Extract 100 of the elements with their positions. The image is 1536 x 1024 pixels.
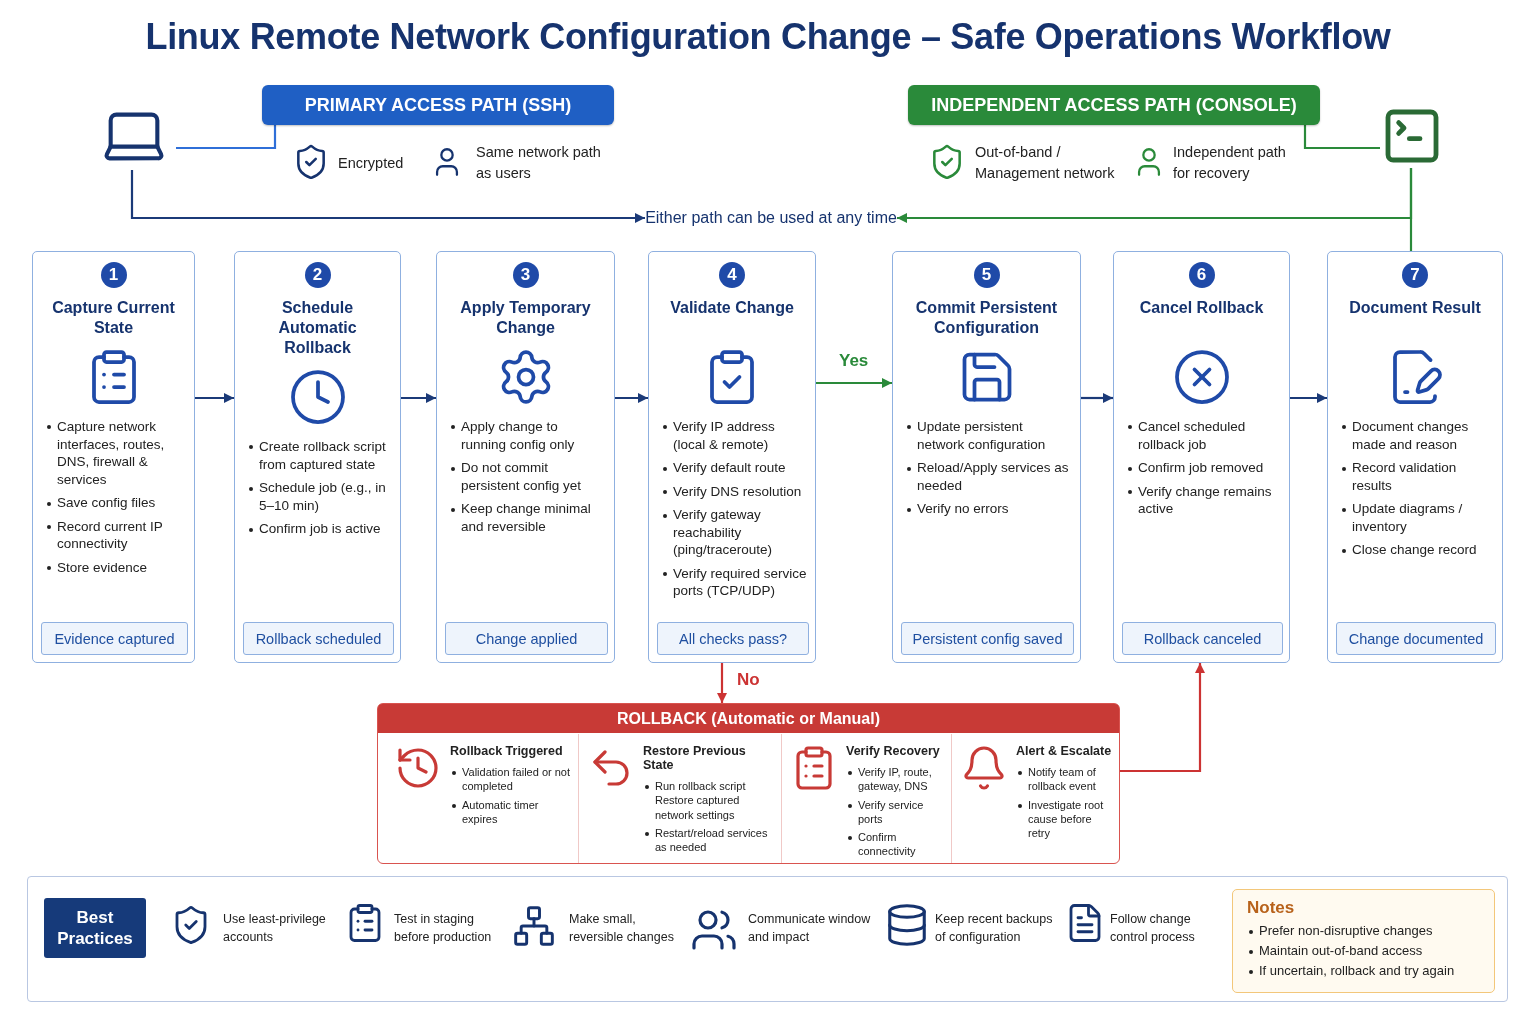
bullet-text: If uncertain, rollback and try again [1247, 962, 1480, 980]
bullet-text: Verify gateway reachability (ping/traceroute) [661, 506, 807, 559]
bullet-text: Save config files [45, 494, 186, 512]
connector-line [176, 125, 277, 150]
step-title: Alert & Escalate [1016, 744, 1113, 758]
step-title: Capture Current State [51, 298, 176, 338]
bullet-text: Verify no errors [905, 500, 1072, 518]
status-box: Rollback scheduled [243, 622, 394, 655]
bullet-text: Apply change to running config only [449, 418, 606, 454]
connector-line [1409, 168, 1413, 251]
bullet-text: Automatic timer expires [450, 797, 574, 827]
bullet-text: Schedule job (e.g., in 5–10 min) [247, 479, 392, 515]
best-practices-panel [27, 876, 1508, 1002]
step-number: 7 [1402, 262, 1428, 288]
bullet-text: Verify service ports [846, 797, 947, 827]
bullet-text: Cancel scheduled rollback job [1126, 418, 1281, 454]
section-heading: Best Practices [44, 898, 146, 958]
status-box: Rollback canceled [1122, 622, 1283, 655]
status-box: All checks pass? [657, 622, 809, 655]
bullet-text: Verify change remains active [1126, 482, 1281, 518]
step-number: 2 [304, 262, 331, 288]
feature-text: Make small, reversible changes [569, 911, 675, 947]
bullet-text: Validation failed or not completed [450, 765, 574, 794]
arrow [195, 393, 234, 403]
bullet-text: Record validation results [1340, 459, 1494, 495]
bullet-text: Do not commit persistent config yet [449, 459, 606, 495]
arrow [816, 378, 892, 388]
status-box: Evidence captured [41, 622, 188, 655]
bullet-text: Confirm connectivity [846, 830, 947, 859]
arrow [1081, 393, 1113, 403]
bullet-text: Verify IP address (local & remote) [661, 418, 807, 454]
feature-text: Test in staging before production [394, 911, 493, 947]
feature-text: Out-of-band / Management network [975, 143, 1116, 183]
arrow [1120, 663, 1205, 773]
step-card [1327, 251, 1503, 663]
step-card [436, 251, 615, 663]
notes-box [1232, 889, 1495, 993]
connector-line [1303, 125, 1380, 150]
step-card [648, 251, 816, 663]
access-path-banner: PRIMARY ACCESS PATH (SSH) [262, 85, 614, 125]
diagram-title: Linux Remote Network Configuration Change – Safe Operations Workflow [144, 16, 1392, 58]
arrow [615, 393, 648, 403]
step-title: Apply Temporary Change [459, 298, 592, 338]
step-title: Schedule Automatic Rollback [277, 298, 358, 358]
step-card [892, 251, 1081, 663]
notes-title: Notes [1247, 898, 1296, 918]
bullet-text: Close change record [1340, 541, 1494, 559]
bullet-text: Notify team of rollback event [1016, 765, 1115, 794]
arrow [401, 393, 436, 403]
step-title: Commit Persistent Configuration [914, 298, 1059, 338]
bullet-text: Store evidence [45, 558, 186, 577]
step-card [1113, 251, 1290, 663]
bullet-text: Investigate root cause before retry [1016, 797, 1115, 841]
step-card [32, 251, 195, 663]
step-title: Cancel Rollback [1138, 298, 1265, 318]
bullet-text: Prefer non-disruptive changes [1247, 923, 1480, 940]
bullet-text: Create rollback script from captured state [247, 438, 392, 474]
bullet-text: Verify IP, route, gateway, DNS [846, 765, 947, 794]
arrow [717, 663, 727, 703]
feature-text: Follow change control process [1110, 911, 1196, 947]
bullet-text: Update persistent network configuration [905, 418, 1072, 454]
step-number: 3 [512, 262, 539, 288]
bullet-text: Verify DNS resolution [661, 482, 807, 501]
bullet-text: Run rollback script Restore captured network settings [643, 779, 777, 822]
bullet-text: Record current IP connectivity [45, 517, 186, 553]
step-title: Document Result [1348, 298, 1482, 318]
feature-text: Encrypted [338, 154, 405, 173]
step-title: Rollback Triggered [450, 744, 564, 758]
feature-text: Independent path for recovery [1173, 143, 1287, 183]
step-card [234, 251, 401, 663]
bullet-text: Confirm job is active [247, 520, 392, 538]
bullet-text: Keep change minimal and reversible [449, 500, 606, 536]
arrow [1290, 393, 1327, 403]
status-box: Change documented [1336, 622, 1496, 655]
bullet-text: Verify required service ports (TCP/UDP) [661, 564, 807, 600]
rollback-header: ROLLBACK (Automatic or Manual) [378, 704, 1119, 733]
bullet-text: Capture network interfaces, routes, DNS, firewall & services [45, 418, 186, 489]
step-number: 5 [973, 262, 1000, 288]
bullet-text: Update diagrams / inventory [1340, 500, 1494, 536]
feature-text: Communicate window and impact [748, 911, 872, 947]
bullet-text: Maintain out-of-band access [1247, 942, 1480, 960]
access-path-banner: INDEPENDENT ACCESS PATH (CONSOLE) [908, 85, 1320, 125]
note-text: Either path can be used at any time [645, 205, 897, 231]
feature-text: Same network path as users [476, 143, 602, 183]
bullet-text: Confirm job removed [1126, 459, 1281, 477]
step-number: 6 [1188, 262, 1215, 288]
step-title: Validate Change [669, 298, 795, 318]
feature-text: Keep recent backups of configuration [935, 911, 1054, 947]
step-title: Verify Recovery [846, 744, 941, 758]
feature-text: Use least-privilege accounts [223, 911, 327, 947]
status-box: Persistent config saved [901, 622, 1074, 655]
step-number: 1 [100, 262, 127, 288]
step-number: 4 [719, 262, 745, 288]
status-box: Change applied [445, 622, 608, 655]
rollback-panel [377, 703, 1120, 864]
bullet-text: Reload/Apply services as needed [905, 459, 1072, 495]
arrow [130, 170, 645, 223]
bullet-text: Restart/reload services as needed [643, 825, 777, 855]
bullet-text: Document changes made and reason [1340, 418, 1494, 454]
step-title: Restore Previous State [643, 744, 747, 772]
